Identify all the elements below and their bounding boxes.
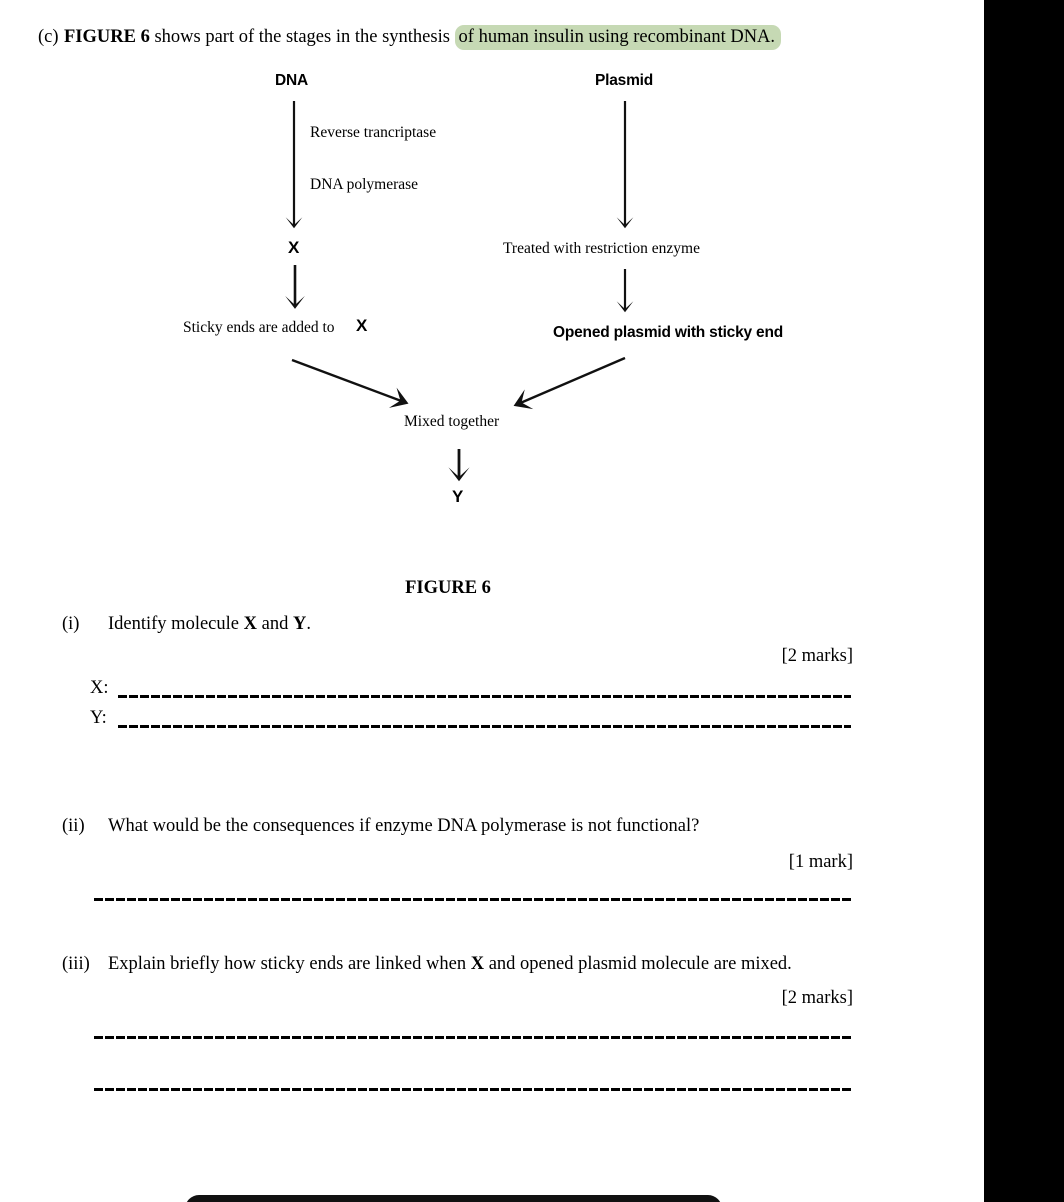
- page-bottom-artifact: [185, 1195, 722, 1202]
- diagram-label-reverse-transcriptase: Reverse trancriptase: [310, 124, 437, 141]
- figure-reference: FIGURE 6: [64, 27, 150, 47]
- diagram-label-dna-polymerase: DNA polymerase: [310, 176, 419, 193]
- answer-line-x[interactable]: [118, 695, 851, 698]
- answer-line-iii-1[interactable]: [94, 1036, 851, 1039]
- page-edge-band: [984, 0, 1064, 1202]
- answer-label-y: Y:: [90, 708, 107, 728]
- question-iii-bold-x: X: [470, 954, 485, 974]
- diagram-arrows: [285, 101, 634, 482]
- question-intro-line: (c)FIGURE 6 shows part of the stages in …: [38, 25, 868, 50]
- question-iii: (iii) Explain briefly how sticky ends are…: [62, 952, 792, 976]
- question-iii-text-part2: and opened plasmid molecule are mixed.: [484, 954, 792, 974]
- diagram-label-restriction-enzyme: Treated with restriction enzyme: [503, 240, 700, 257]
- question-iii-text-part1: Explain briefly how sticky ends are link…: [108, 954, 471, 974]
- diagram-label-opened-plasmid: Opened plasmid with sticky end: [553, 324, 783, 341]
- question-ii-number: (ii): [62, 816, 85, 836]
- diagram-label-plasmid: Plasmid: [595, 72, 654, 89]
- answer-line-iii-2[interactable]: [94, 1088, 851, 1091]
- figure-caption: FIGURE 6: [405, 578, 491, 598]
- question-i-number: (i): [62, 614, 80, 634]
- figure-6-diagram: DNA Plasmid Reverse trancriptase DNA pol…: [0, 62, 980, 532]
- question-iii-number: (iii): [62, 954, 90, 974]
- diagram-label-sticky-ends: Sticky ends are added to: [183, 319, 335, 336]
- question-i-bold-y: Y: [292, 614, 307, 634]
- question-i-text-part3: .: [306, 614, 311, 634]
- part-marker: (c): [38, 27, 59, 47]
- diagram-label-mixed-together: Mixed together: [404, 413, 500, 430]
- diagram-label-y: Y: [452, 487, 464, 506]
- question-ii-marks: [1 mark]: [788, 852, 853, 872]
- question-i-bold-x: X: [243, 614, 257, 634]
- diagram-label-x: X: [288, 238, 300, 257]
- question-ii: (ii) What would be the consequences if en…: [62, 814, 699, 838]
- question-i: (i) Identify molecule X and Y.: [62, 612, 311, 636]
- question-i-marks: [2 marks]: [781, 646, 853, 666]
- diagram-label-dna: DNA: [275, 72, 308, 89]
- question-ii-text: What would be the consequences if enzyme…: [108, 816, 700, 836]
- answer-line-y[interactable]: [118, 725, 851, 728]
- question-i-text-part2: and: [257, 614, 293, 634]
- question-i-text-part1: Identify molecule: [108, 614, 244, 634]
- question-iii-marks: [2 marks]: [781, 988, 853, 1008]
- answer-line-ii-1[interactable]: [94, 898, 851, 901]
- highlighted-phrase: of human insulin using recombinant DNA.: [454, 25, 782, 50]
- intro-text-before: shows part of the stages in the synthesi…: [149, 27, 455, 47]
- answer-label-x: X:: [90, 678, 109, 698]
- diagram-label-sticky-ends-x: X: [356, 316, 368, 335]
